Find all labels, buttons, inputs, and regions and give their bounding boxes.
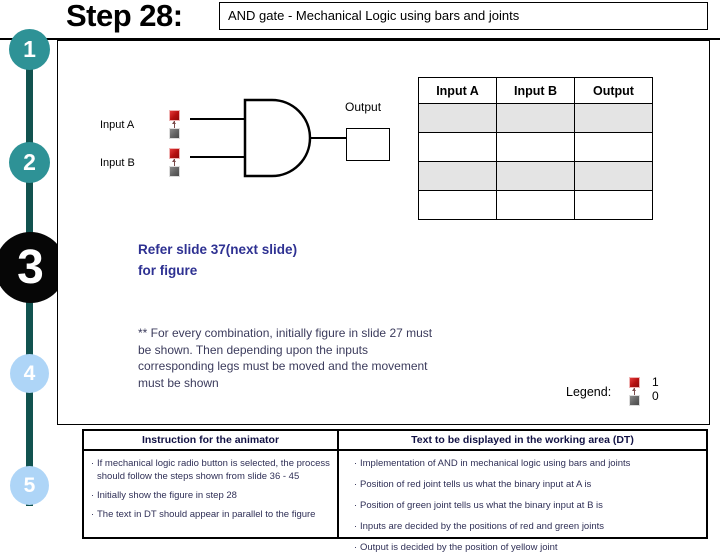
instruction-table-header-dt: Text to be displayed in the working area…: [411, 434, 634, 446]
refer-slide-note-line2: for figure: [138, 263, 198, 278]
timeline-step-3[interactable]: 3: [0, 232, 66, 303]
refer-slide-note: Refer slide 37(next slide) for figure: [138, 239, 398, 281]
bullet-icon: ·: [90, 490, 95, 501]
bullet-icon: ·: [353, 542, 358, 553]
truth-cell-input-b: [496, 190, 575, 220]
list-item-text: Position of red joint tells us what the …: [360, 479, 592, 490]
truth-table-header-input-a: Input A: [418, 77, 497, 104]
legend: Legend: 1 0: [566, 373, 676, 413]
truth-cell-input-b: [496, 132, 575, 162]
list-item-text: Position of green joint tells us what th…: [360, 500, 603, 511]
bullet-icon: ·: [90, 509, 95, 520]
bullet-icon: ·: [353, 479, 358, 490]
page-title: Step 28:: [66, 0, 183, 33]
truth-cell-input-a: [418, 161, 497, 191]
truth-cell-input-a: [418, 190, 497, 220]
bullet-icon: ·: [353, 521, 358, 532]
joint-red-square-icon: [169, 148, 180, 159]
joint-gray-square-icon: [629, 395, 640, 406]
instruction-column-animator: · If mechanical logic radio button is se…: [84, 451, 339, 539]
joint-gray-square-icon: [169, 128, 180, 139]
joint-stem-icon: [174, 159, 175, 166]
truth-table-header-input-b: Input B: [496, 77, 575, 104]
timeline-step-4[interactable]: 4: [10, 354, 49, 393]
joint-stem-icon: [634, 388, 635, 395]
truth-cell-output: [574, 161, 653, 191]
truth-cell-input-b: [496, 161, 575, 191]
list-item-text: If mechanical logic radio button is sele…: [97, 458, 330, 482]
list-item: · Position of green joint tells us what …: [351, 499, 704, 512]
combination-note: ** For every combination, initially figu…: [138, 326, 433, 390]
bullet-icon: ·: [353, 458, 358, 469]
list-item: · Output is decided by the position of y…: [351, 541, 704, 554]
subject-title-text: AND gate - Mechanical Logic using bars a…: [228, 8, 520, 23]
instruction-column-dt: · Implementation of AND in mechanical lo…: [339, 451, 706, 553]
list-item-text: Inputs are decided by the positions of r…: [360, 521, 604, 532]
input-a-label: Input A: [100, 119, 135, 131]
timeline-step-1[interactable]: 1: [9, 29, 50, 70]
header-divider: [0, 38, 720, 40]
timeline-step-3-label: 3: [17, 241, 44, 294]
table-row: [418, 132, 653, 162]
list-item-text: The text in DT should appear in parallel…: [97, 509, 316, 520]
subject-title-box: AND gate - Mechanical Logic using bars a…: [219, 2, 708, 30]
timeline-step-5[interactable]: 5: [10, 466, 49, 505]
instruction-table-body: · If mechanical logic radio button is se…: [84, 451, 706, 553]
truth-table-header-output: Output: [574, 77, 653, 104]
list-item-text: Initially show the figure in step 28: [97, 490, 237, 501]
timeline-step-2[interactable]: 2: [9, 142, 50, 183]
joint-red-square-icon: [169, 110, 180, 121]
joint-stem-icon: [174, 121, 175, 128]
legend-value-on: 1: [652, 375, 659, 389]
legend-value-off: 0: [652, 389, 659, 403]
list-item: · Implementation of AND in mechanical lo…: [351, 457, 704, 470]
list-item: · Initially show the figure in step 28: [88, 489, 335, 502]
truth-table-header-row: Input A Input B Output: [418, 77, 653, 104]
list-item-text: Output is decided by the position of yel…: [360, 542, 558, 553]
timeline-step-2-label: 2: [23, 149, 36, 175]
list-item: · Inputs are decided by the positions of…: [351, 520, 704, 533]
instruction-table-header-animator: Instruction for the animator: [84, 431, 339, 449]
joint-red-square-icon: [629, 377, 640, 388]
table-row: [418, 161, 653, 191]
output-label: Output: [345, 100, 382, 114]
timeline-step-1-label: 1: [23, 36, 36, 62]
legend-label: Legend:: [566, 385, 612, 399]
legend-joint-toggle-icon: [628, 377, 643, 407]
table-row: [418, 190, 653, 220]
table-row: [418, 103, 653, 133]
list-item: · Position of red joint tells us what th…: [351, 478, 704, 491]
bullet-icon: ·: [353, 500, 358, 511]
list-item: · If mechanical logic radio button is se…: [88, 457, 335, 483]
truth-cell-input-a: [418, 132, 497, 162]
truth-cell-output: [574, 190, 653, 220]
timeline-step-5-label: 5: [23, 473, 36, 497]
truth-table: Input A Input B Output: [418, 77, 653, 220]
bullet-icon: ·: [90, 458, 95, 469]
list-item: · The text in DT should appear in parall…: [88, 508, 335, 521]
input-b-label: Input B: [100, 157, 135, 169]
instruction-table-header-row: Instruction for the animator Text to be …: [84, 431, 706, 451]
truth-cell-output: [574, 132, 653, 162]
timeline-step-4-label: 4: [23, 361, 36, 385]
output-value-box: [346, 128, 390, 161]
truth-cell-input-b: [496, 103, 575, 133]
input-a-joint-toggle-icon[interactable]: [168, 110, 183, 140]
list-item-text: Implementation of AND in mechanical logi…: [360, 458, 631, 469]
refer-slide-note-line1: Refer slide 37(next slide): [138, 242, 298, 257]
instruction-table: Instruction for the animator Text to be …: [82, 429, 708, 553]
truth-cell-output: [574, 103, 653, 133]
joint-gray-square-icon: [169, 166, 180, 177]
input-b-joint-toggle-icon[interactable]: [168, 148, 183, 178]
truth-cell-input-a: [418, 103, 497, 133]
and-gate-symbol-icon: [190, 98, 348, 178]
